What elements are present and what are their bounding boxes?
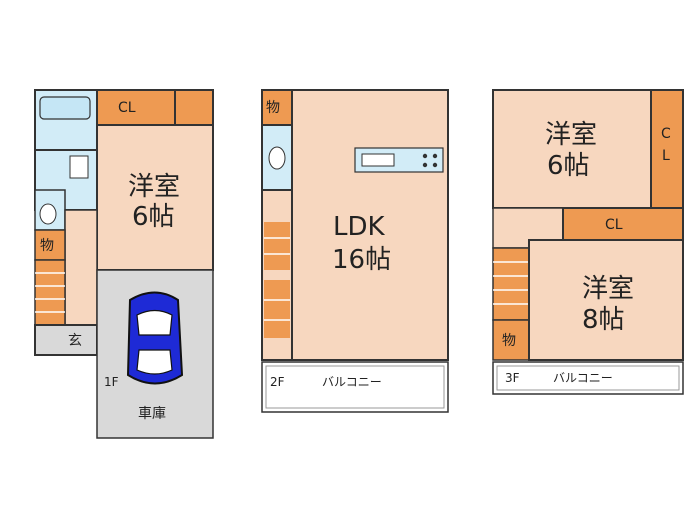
closet-1f [96,89,176,126]
toilet-2f-icon [268,146,286,170]
storage-1f-label: 物 [40,238,54,254]
bathtub-icon [39,96,91,120]
balcony-3f-label: バルコニー [553,371,613,385]
floor-3-label: 3F [505,371,520,385]
ldk-name: LDK [333,212,386,242]
floor-1: CL 洋室 6帖 物 玄 1F 車庫 [34,89,214,439]
western-room-a-3f-name: 洋室 [545,120,597,150]
western-room-1f [96,124,214,271]
car-icon [126,291,184,385]
western-room-b-3f-name: 洋室 [582,274,634,304]
ldk-room [291,89,449,361]
western-room-1f-size: 6帖 [132,202,175,232]
balcony-2f-label: バルコニー [322,375,382,389]
western-room-b-3f [528,239,684,361]
storage-3f-label: 物 [502,333,516,349]
closet-1f-extra [174,89,214,126]
closet-a-3f-label-2: L [662,148,670,164]
floor-3: 洋室 6帖 C L CL 物 洋室 8帖 3F バルコニー [492,89,684,395]
balcony-3f [492,361,684,395]
ldk-size: 16帖 [332,245,391,275]
closet-a-3f-label-1: C [661,126,671,142]
floor-1-label: 1F [104,375,119,389]
closet-1f-label: CL [118,100,136,116]
western-room-1f-name: 洋室 [128,172,180,202]
washbasin-icon [69,155,89,179]
stairs-3f [492,247,530,321]
storage-3f [492,319,530,361]
balcony-2f [261,361,449,413]
closet-b-3f [562,207,684,241]
entrance-1f [34,324,98,356]
western-room-b-3f-size: 8帖 [582,305,625,335]
western-room-a-3f-size: 6帖 [547,151,590,181]
floor-2: 物 LDK 16帖 2F バルコニー [261,89,449,413]
garage-label: 車庫 [138,405,166,422]
hallway-1f [64,209,98,326]
floor-2-label: 2F [270,375,285,389]
closet-b-3f-label: CL [605,217,623,233]
toilet-icon [39,203,57,225]
entrance-1f-label: 玄 [68,332,82,349]
stairs-1f [34,259,66,326]
storage-2f-label: 物 [266,100,280,116]
closet-a-3f [650,89,684,209]
